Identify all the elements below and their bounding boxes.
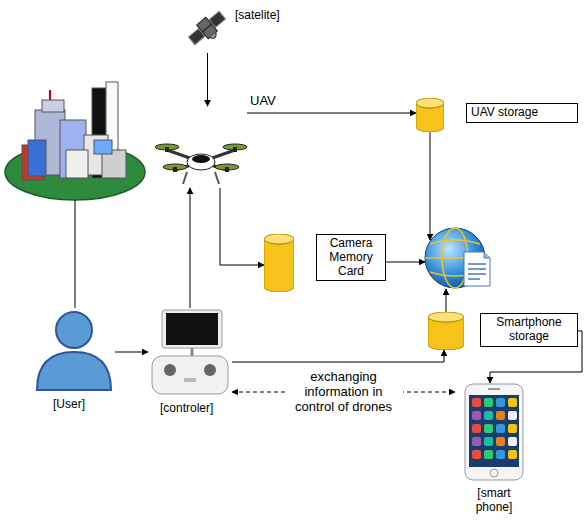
cyl-icon [416,98,444,132]
storage-label-box: UAV storage [466,103,578,123]
connector-arrow [220,188,264,265]
device-node: [controler] [148,308,232,396]
cyl-icon [264,234,294,292]
user-city-line [75,200,76,308]
sat-icon [186,8,230,50]
storage-label: Smartphone storage [496,315,561,343]
connector-arrow [190,188,191,308]
device-label: [controler] [160,401,213,415]
storage-label-box: Smartphone storage [480,313,578,347]
storage-to-web-arrow [430,132,431,240]
icon [428,312,464,350]
device-label-wrap: [User] [53,398,85,412]
icon [185,3,230,53]
uav-icon [155,144,247,184]
device-node: [User] [33,308,115,392]
device-label: [satelite] [235,8,280,22]
icon [155,106,247,188]
icon [33,308,115,392]
city-illustration [5,82,145,200]
ctrl-icon [152,310,228,394]
storage-label-box: Camera Memory Card [316,234,386,281]
storage-label: Camera Memory Card [329,236,372,278]
cyl-icon [428,312,464,350]
device-node: [smart phone] [455,383,533,481]
user-icon [37,312,111,390]
storage-to-web-arrow [386,262,425,263]
storage-node: Camera Memory Card [264,234,386,292]
device-label: [User] [53,397,85,411]
device-label: [smart phone] [476,486,513,514]
globe-illustration [425,228,490,288]
icon [455,383,533,481]
device-label-wrap: [satelite] [235,9,280,23]
device-node: UAV [155,106,247,188]
device-label-wrap: UAV [250,94,276,109]
icon [416,98,444,132]
connector-arrow [115,352,148,353]
storage-to-web-arrow [446,289,447,312]
connector-arrow [232,350,444,362]
storage-node: UAV storage [416,98,578,132]
phone-icon [465,384,523,480]
connector-label: exchanging information in control of dro… [285,369,403,416]
device-label-wrap: [controler] [160,402,213,416]
storage-label: UAV storage [471,105,538,119]
connector-arrow [207,53,208,106]
device-node: [satelite] [185,3,230,53]
storage-node: Smartphone storage [428,312,578,350]
icon [148,308,232,396]
device-label: UAV [250,93,276,108]
icon [264,234,294,292]
connector-arrow [247,113,416,114]
device-label-wrap: [smart phone] [469,487,519,515]
